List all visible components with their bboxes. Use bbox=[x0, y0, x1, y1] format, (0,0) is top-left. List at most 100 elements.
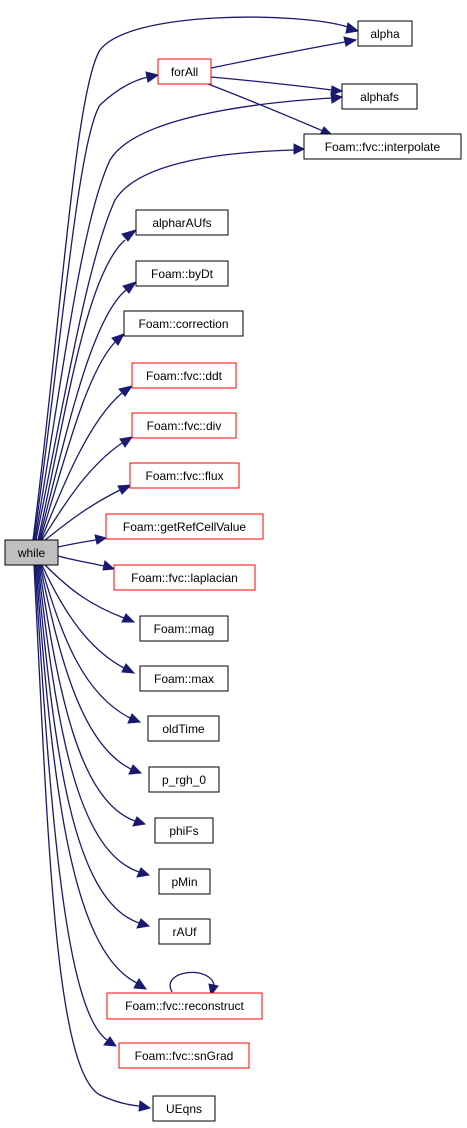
node-interpolate[interactable]: Foam::fvc::interpolate bbox=[303, 133, 462, 160]
edge-arrow-pmin bbox=[136, 867, 151, 878]
edge-while-bydt bbox=[38, 289, 127, 541]
edge-arrow-ddt bbox=[118, 385, 134, 397]
node-label-prgh0: p_rgh_0 bbox=[162, 773, 206, 787]
node-label-oldtime: oldTime bbox=[162, 722, 205, 736]
edge-arrow-mag bbox=[121, 613, 136, 623]
node-label-flux: Foam::fvc::flux bbox=[145, 469, 223, 483]
edge-arrow-alpharaufs bbox=[121, 229, 138, 242]
node-label-rauf: rAUf bbox=[173, 925, 198, 939]
node-label-ueqns: UEqns bbox=[166, 1102, 202, 1116]
edge-arrow-max bbox=[121, 663, 136, 674]
edge-arrow-oldtime bbox=[127, 713, 142, 724]
node-flux[interactable]: Foam::fvc::flux bbox=[129, 462, 240, 489]
edge-arrow-sngrad bbox=[103, 1036, 117, 1047]
nodes: while alpha forAll alphafs Foam::fvc::in… bbox=[4, 20, 462, 1122]
node-reconstruct[interactable]: Foam::fvc::reconstruct bbox=[106, 992, 263, 1020]
edge-while-forall bbox=[33, 76, 149, 541]
node-label-max: Foam::max bbox=[154, 672, 214, 686]
node-label-alpharaufs: alpharAUfs bbox=[152, 216, 211, 230]
node-forall[interactable]: forAll bbox=[157, 58, 212, 85]
edge-while-max bbox=[41, 564, 125, 669]
edge-arrow-reconstruct-self bbox=[208, 983, 219, 997]
edge-arrow-forall-alphafs bbox=[330, 85, 344, 96]
edge-arrow-rauf bbox=[136, 918, 151, 929]
edges bbox=[32, 16, 360, 1112]
edge-arrow-forall bbox=[145, 71, 160, 83]
node-bydt[interactable]: Foam::byDt bbox=[135, 260, 229, 287]
node-max[interactable]: Foam::max bbox=[139, 665, 229, 692]
edge-while-phifs bbox=[38, 564, 136, 822]
node-label-mag: Foam::mag bbox=[154, 622, 215, 636]
node-label-reconstruct: Foam::fvc::reconstruct bbox=[125, 999, 244, 1013]
edge-while-flux bbox=[43, 489, 121, 542]
node-laplacian[interactable]: Foam::fvc::laplacian bbox=[113, 564, 256, 591]
edge-while-reconstruct bbox=[35, 564, 138, 984]
edge-arrow-alpha bbox=[345, 22, 360, 34]
node-sngrad[interactable]: Foam::fvc::snGrad bbox=[118, 1042, 250, 1069]
edge-arrow-phifs bbox=[132, 816, 147, 827]
node-ueqns[interactable]: UEqns bbox=[152, 1095, 216, 1122]
node-label-phifs: phiFs bbox=[169, 824, 198, 838]
edge-arrow-bydt bbox=[122, 281, 138, 294]
node-label-alphafs: alphafs bbox=[360, 90, 399, 104]
edge-arrow-getrefcellvalue bbox=[94, 534, 108, 545]
node-while[interactable]: while bbox=[4, 539, 59, 566]
edge-arrow-laplacian bbox=[102, 560, 116, 571]
edge-arrow-flux bbox=[117, 484, 133, 495]
edge-while-oldtime bbox=[40, 564, 131, 719]
edge-arrow-forall-alpha bbox=[343, 36, 358, 47]
edge-arrow-div bbox=[119, 436, 134, 448]
edge-while-ddt bbox=[40, 392, 123, 541]
edge-while-alphafs bbox=[34, 97, 333, 541]
edge-while-mag bbox=[44, 564, 125, 619]
node-alpha[interactable]: alpha bbox=[357, 20, 413, 47]
edge-while-correction bbox=[39, 341, 116, 541]
node-alphafs[interactable]: alphafs bbox=[341, 83, 418, 110]
edge-forall-interpolate bbox=[207, 83, 324, 132]
edge-while-laplacian bbox=[57, 555, 105, 567]
node-label-pmin: pMin bbox=[171, 875, 197, 889]
edge-while-alpharaufs bbox=[37, 239, 126, 541]
edge-while-interpolate bbox=[35, 149, 295, 541]
edge-arrow-reconstruct bbox=[133, 978, 148, 990]
node-rauf[interactable]: rAUf bbox=[158, 918, 211, 945]
node-ddt[interactable]: Foam::fvc::ddt bbox=[131, 362, 237, 389]
node-label-div: Foam::fvc::div bbox=[147, 419, 222, 433]
edge-while-pmin bbox=[37, 564, 140, 873]
edge-forall-alpha bbox=[210, 41, 346, 69]
node-oldtime[interactable]: oldTime bbox=[147, 715, 220, 742]
node-label-laplacian: Foam::fvc::laplacian bbox=[131, 571, 238, 585]
node-label-alpha: alpha bbox=[370, 27, 400, 41]
edge-forall-alphafs bbox=[210, 76, 333, 91]
node-label-interpolate: Foam::fvc::interpolate bbox=[325, 140, 441, 154]
edge-while-ueqns bbox=[33, 564, 140, 1107]
node-div[interactable]: Foam::fvc::div bbox=[131, 412, 237, 439]
edge-while-alpha bbox=[32, 16, 349, 541]
edge-arrow-ueqns bbox=[138, 1100, 152, 1112]
node-label-getrefcellvalue: Foam::getRefCellValue bbox=[123, 520, 246, 534]
edge-arrow-prgh0 bbox=[128, 764, 143, 775]
node-getrefcellvalue[interactable]: Foam::getRefCellValue bbox=[105, 513, 264, 540]
edge-reconstruct-self bbox=[169, 971, 215, 993]
node-label-while: while bbox=[17, 546, 46, 560]
edge-while-getrefcellvalue bbox=[57, 539, 97, 548]
edge-arrow-interpolate bbox=[293, 143, 306, 155]
edge-arrow-alphafs bbox=[330, 92, 344, 104]
edge-while-div bbox=[41, 442, 123, 541]
node-correction[interactable]: Foam::correction bbox=[123, 310, 244, 337]
node-label-sngrad: Foam::fvc::snGrad bbox=[135, 1049, 234, 1063]
node-prgh0[interactable]: p_rgh_0 bbox=[148, 766, 220, 793]
node-mag[interactable]: Foam::mag bbox=[139, 615, 229, 642]
node-label-forall: forAll bbox=[171, 65, 198, 79]
edge-while-prgh0 bbox=[39, 564, 132, 770]
node-label-correction: Foam::correction bbox=[138, 317, 228, 331]
edge-arrow-correction bbox=[111, 333, 126, 346]
edge-while-sngrad bbox=[34, 564, 108, 1041]
node-phifs[interactable]: phiFs bbox=[154, 817, 214, 844]
node-label-ddt: Foam::fvc::ddt bbox=[146, 369, 223, 383]
edge-while-rauf bbox=[36, 564, 140, 924]
node-alpharaufs[interactable]: alpharAUfs bbox=[135, 209, 229, 236]
node-label-bydt: Foam::byDt bbox=[151, 267, 214, 281]
node-pmin[interactable]: pMin bbox=[158, 868, 211, 895]
